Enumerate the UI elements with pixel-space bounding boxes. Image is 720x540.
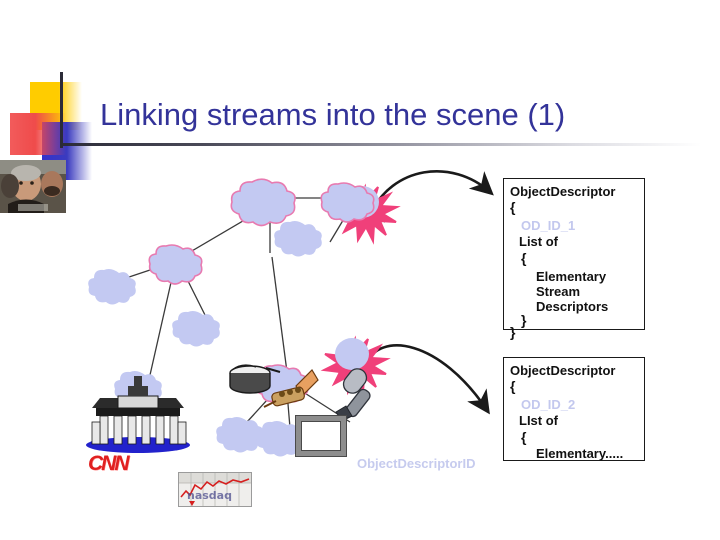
brandenburg-gate-icon bbox=[86, 376, 190, 453]
starburst-core-bottom bbox=[335, 338, 369, 370]
od1-item-0: Elementary bbox=[536, 269, 607, 284]
od2-item-0: Elementary..... bbox=[536, 446, 624, 461]
leaf-drum bbox=[216, 417, 264, 453]
od1-id: OD_ID_1 bbox=[521, 218, 576, 233]
leaf-cnn bbox=[88, 269, 136, 305]
od1-inner-open: { bbox=[521, 250, 527, 266]
leaf-trumpet bbox=[256, 421, 304, 457]
leaf-nodes bbox=[88, 221, 322, 457]
od1-inner-close: } bbox=[521, 312, 527, 328]
od2-header: ObjectDescriptor bbox=[510, 363, 616, 378]
od1-item-1: Stream bbox=[536, 284, 581, 299]
od2-open-brace: { bbox=[510, 378, 516, 394]
od1-list-of: List of bbox=[519, 234, 558, 249]
cloud-branch-right bbox=[320, 182, 375, 223]
arrow-to-descriptor-bottom bbox=[363, 344, 490, 415]
od2-id: OD_ID_2 bbox=[521, 397, 576, 412]
nasdaq-chart: nasdaq bbox=[178, 472, 252, 507]
od1-header: ObjectDescriptor bbox=[510, 184, 616, 199]
drum-icon bbox=[229, 364, 281, 394]
od2-inner-open: { bbox=[521, 429, 527, 445]
od1-open-brace: { bbox=[510, 199, 516, 215]
face-photo bbox=[0, 160, 66, 213]
object-descriptor-box-2: ObjectDescriptor { OD_ID_2 LIst of { Ele… bbox=[503, 357, 645, 461]
cloud-root bbox=[230, 178, 296, 227]
nasdaq-chart-svg: nasdaq bbox=[179, 473, 251, 506]
object-descriptor-id-label: ObjectDescriptorID bbox=[357, 456, 476, 471]
trumpet-icon bbox=[263, 369, 319, 408]
leaf-nasdaq bbox=[172, 311, 220, 347]
decor-vertical-line bbox=[60, 72, 63, 148]
page-title: Linking streams into the scene (1) bbox=[100, 97, 566, 132]
picture-frame-icon bbox=[296, 416, 346, 456]
face-photo-svg bbox=[0, 160, 66, 213]
leaf-frame bbox=[274, 221, 322, 257]
scene-graph-diagram: CNN nasdaq bbox=[0, 160, 720, 540]
od1-close-brace: } bbox=[510, 324, 516, 340]
object-descriptor-box-1: ObjectDescriptor { OD_ID_1 List of { Ele… bbox=[503, 178, 645, 339]
diagram-vector-layer bbox=[86, 170, 494, 457]
decor-red-square bbox=[10, 113, 66, 155]
title-underline bbox=[61, 143, 701, 146]
od1-item-2: Descriptors bbox=[536, 299, 609, 314]
cnn-logo: CNN bbox=[88, 452, 129, 475]
svg-text:nasdaq: nasdaq bbox=[187, 489, 232, 502]
cloud-branch-left bbox=[148, 244, 203, 285]
od2-list-of: LIst of bbox=[519, 413, 558, 428]
